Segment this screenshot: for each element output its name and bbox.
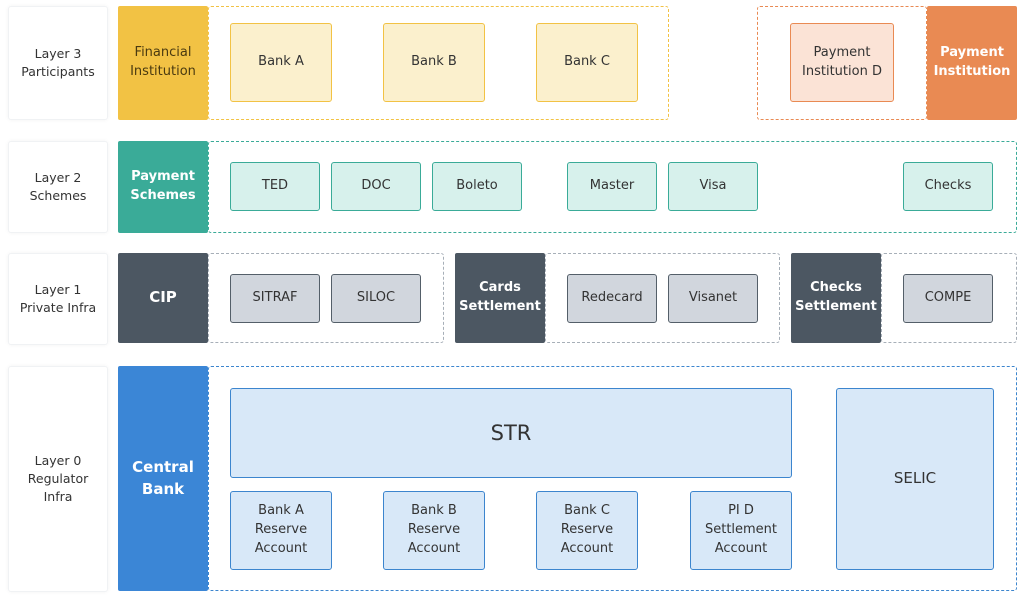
bank-label: Bank A [258, 54, 304, 70]
category-label-line: Central [132, 457, 194, 476]
layer-label-line: Regulator [27, 470, 89, 486]
scheme-label: Visa [699, 178, 727, 194]
checks-settlement-group [881, 253, 1017, 343]
cards-settlement-group [545, 253, 780, 343]
infra-label: SILOC [356, 290, 396, 306]
str-box: STR [230, 388, 792, 478]
ted-box: TED [230, 162, 320, 211]
master-box: Master [567, 162, 657, 211]
scheme-label: DOC [361, 178, 391, 194]
checks-box: Checks [903, 162, 993, 211]
str-label: STR [490, 420, 532, 445]
layer-2-label: Layer 2 Schemes [8, 141, 108, 233]
bank-b-reserve-account-box: Bank B Reserve Account [383, 491, 485, 570]
payment-institution-group [757, 6, 927, 120]
layer-label-line: Infra [43, 489, 73, 505]
box-label-line: Payment [813, 44, 871, 60]
box-label-line: Institution D [802, 63, 882, 79]
boleto-box: Boleto [432, 162, 522, 211]
category-label-line: Bank [141, 479, 185, 498]
sitraf-box: SITRAF [230, 274, 320, 323]
bank-c-reserve-account-box: Bank C Reserve Account [536, 491, 638, 570]
bank-c-box: Bank C [536, 23, 638, 102]
category-label-line: Financial [134, 45, 192, 61]
layer-label-line: Layer 0 [34, 452, 82, 468]
layer-label-line: Schemes [29, 188, 87, 203]
selic-label: SELIC [893, 469, 937, 488]
payment-institution-category: Payment Institution [927, 6, 1017, 120]
category-label-line: Institution [130, 64, 196, 79]
infra-label: Redecard [581, 290, 643, 306]
bank-label: Bank C [564, 54, 610, 70]
account-label-line: Account [560, 540, 614, 556]
payment-schemes-category: Payment Schemes [118, 141, 208, 233]
layer-0-label: Layer 0 Regulator Infra [8, 366, 108, 592]
infra-label: Visanet [688, 290, 738, 306]
account-label-line: Reserve [254, 522, 308, 538]
central-bank-group [208, 366, 1017, 591]
doc-box: DOC [331, 162, 421, 211]
financial-institution-category: Financial Institution [118, 6, 208, 120]
account-label-line: Bank A [258, 503, 304, 519]
layer-label-line: Layer 2 [34, 169, 82, 185]
payment-institution-d-box: Payment Institution D [790, 23, 894, 102]
financial-institution-group [208, 6, 669, 120]
scheme-label: TED [261, 178, 289, 194]
visa-box: Visa [668, 162, 758, 211]
category-label-line: Payment [131, 169, 195, 185]
account-label-line: Reserve [407, 522, 461, 538]
selic-box: SELIC [836, 388, 994, 570]
account-label-line: Account [714, 540, 768, 556]
redecard-box: Redecard [567, 274, 657, 323]
account-label-line: Bank B [411, 503, 457, 519]
category-label-line: CIP [149, 288, 177, 307]
account-label-line: Settlement [704, 522, 778, 538]
layer-label-line: Private Infra [19, 300, 97, 315]
layer-label-line: Participants [21, 64, 95, 79]
layer-label-line: Layer 3 [34, 45, 82, 61]
bank-a-box: Bank A [230, 23, 332, 102]
infra-label: COMPE [924, 290, 972, 306]
category-label-line: Cards [479, 280, 521, 296]
cards-settlement-category: Cards Settlement [455, 253, 545, 343]
cip-category: CIP [118, 253, 208, 343]
infra-label: SITRAF [252, 290, 298, 306]
account-label-line: PI D [728, 503, 754, 519]
account-label-line: Account [254, 540, 308, 556]
category-label-line: Settlement [459, 299, 541, 314]
category-label-line: Checks [810, 280, 862, 296]
bank-label: Bank B [411, 54, 457, 70]
layer-label-line: Layer 1 [34, 281, 82, 297]
category-label-line: Settlement [795, 299, 877, 314]
account-label-line: Account [407, 540, 461, 556]
layer-3-label: Layer 3 Participants [8, 6, 108, 120]
layer-1-label: Layer 1 Private Infra [8, 253, 108, 345]
checks-settlement-category: Checks Settlement [791, 253, 881, 343]
bank-a-reserve-account-box: Bank A Reserve Account [230, 491, 332, 570]
payment-schemes-group [208, 141, 1017, 233]
account-label-line: Reserve [560, 522, 614, 538]
scheme-label: Master [589, 178, 635, 194]
cip-group [208, 253, 444, 343]
account-label-line: Bank C [564, 503, 610, 519]
bank-b-box: Bank B [383, 23, 485, 102]
scheme-label: Checks [924, 178, 972, 194]
visanet-box: Visanet [668, 274, 758, 323]
pi-d-settlement-account-box: PI D Settlement Account [690, 491, 792, 570]
category-label-line: Schemes [130, 188, 196, 203]
category-label-line: Institution [933, 64, 1011, 79]
category-label-line: Payment [940, 45, 1004, 61]
central-bank-category: Central Bank [118, 366, 208, 591]
compe-box: COMPE [903, 274, 993, 323]
scheme-label: Boleto [456, 178, 498, 194]
siloc-box: SILOC [331, 274, 421, 323]
